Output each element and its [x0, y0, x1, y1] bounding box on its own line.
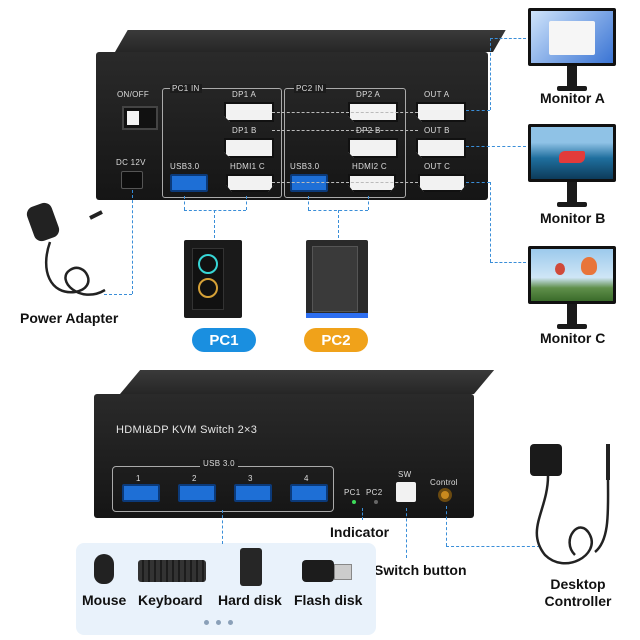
link-monitor-c-v: [490, 182, 491, 262]
outb-port[interactable]: [416, 138, 466, 158]
usb-port-2-label: 2: [192, 474, 197, 483]
indicator-line: [362, 508, 363, 520]
outa-port[interactable]: [416, 102, 466, 122]
link-monitor-c-h: [466, 182, 490, 183]
control-line-v: [446, 506, 447, 546]
hdmi1c-port[interactable]: [226, 174, 274, 192]
accessory-hard-disk-label: Hard disk: [218, 592, 282, 608]
pc2-tower: [306, 240, 368, 318]
usb-group-label: USB 3.0: [200, 459, 238, 468]
switch-button-line: [406, 508, 407, 558]
pc1-in-label: PC1 IN: [170, 84, 202, 93]
dp1b-label: DP1 B: [232, 126, 257, 135]
pc2-in-label: PC2 IN: [294, 84, 326, 93]
link-monitor-a-h2: [490, 38, 526, 39]
dp-a-line: [272, 112, 418, 113]
dot-2: [216, 620, 221, 625]
link-monitor-a-v: [490, 38, 491, 110]
desktop-controller-label-text: Desktop Controller: [544, 576, 612, 609]
control-line-h: [446, 546, 540, 547]
link-monitor-c-h2: [490, 262, 526, 263]
usb1-port[interactable]: [170, 174, 208, 192]
hdmi2c-label: HDMI2 C: [352, 162, 387, 171]
dp1a-label: DP1 A: [232, 90, 257, 99]
more-dots: [200, 618, 240, 626]
dc-label: DC 12V: [116, 158, 146, 167]
link-power-v: [132, 190, 133, 294]
outc-label: OUT C: [424, 162, 451, 171]
mouse-image: [94, 554, 114, 584]
rear-switch-top: [115, 30, 506, 52]
dc-power-port[interactable]: [121, 171, 143, 189]
front-switch-title: HDMI&DP KVM Switch 2×3: [116, 424, 258, 436]
dp1a-port[interactable]: [224, 102, 274, 122]
usb-port-1-label: 1: [136, 474, 141, 483]
pc1-led-label: PC1: [344, 488, 361, 497]
hdmi-c-line: [272, 182, 418, 183]
pc1-link-usb: [184, 196, 185, 210]
hdmi1c-label: HDMI1 C: [230, 162, 265, 171]
usb2-label: USB3.0: [290, 162, 320, 171]
usb-port-1[interactable]: [122, 484, 160, 502]
power-switch[interactable]: [122, 106, 158, 130]
pc2-badge: PC2: [304, 328, 368, 352]
control-label: Control: [430, 478, 458, 487]
hard-disk-image: [240, 548, 262, 586]
link-power: [104, 294, 132, 295]
link-monitor-b: [466, 146, 526, 147]
switch-button-label: Switch button: [374, 562, 467, 578]
usb-port-3-label: 3: [248, 474, 253, 483]
monitor-b-label: Monitor B: [540, 210, 606, 226]
power-switch-label: ON/OFF: [117, 90, 150, 99]
accessory-mouse-label: Mouse: [82, 592, 127, 608]
accessory-keyboard-label: Keyboard: [138, 592, 203, 608]
dp2a-label: DP2 A: [356, 90, 381, 99]
switch-button[interactable]: [396, 482, 416, 502]
dp2b-port[interactable]: [348, 138, 398, 158]
pc1-link-h: [184, 210, 246, 211]
outb-label: OUT B: [424, 126, 450, 135]
dot-1: [204, 620, 209, 625]
usb-to-accessories-line: [222, 510, 223, 544]
monitor-c-label: Monitor C: [540, 330, 606, 346]
hdmi2c-port[interactable]: [348, 174, 396, 192]
monitor-a-label: Monitor A: [540, 90, 605, 106]
pc2-in-box: [284, 88, 406, 198]
front-switch-top: [120, 370, 495, 394]
control-port[interactable]: [438, 488, 452, 502]
accessories-panel: [76, 543, 376, 635]
pc1-led: [352, 500, 356, 504]
pc2-link-usb: [308, 196, 309, 210]
usb1-label: USB3.0: [170, 162, 200, 171]
pc2-link-hdmi: [368, 196, 369, 210]
power-adapter-label: Power Adapter: [20, 310, 119, 326]
usb-port-4[interactable]: [290, 484, 328, 502]
pc1-tower: [184, 240, 242, 318]
pc2-led-label: PC2: [366, 488, 383, 497]
link-monitor-a-h: [466, 110, 490, 111]
pc1-link-hdmi: [246, 196, 247, 210]
pc2-led: [374, 500, 378, 504]
desktop-controller-label: Desktop Controller: [540, 576, 616, 610]
pc2-link-down: [338, 210, 339, 238]
dp1b-port[interactable]: [224, 138, 274, 158]
pc1-badge: PC1: [192, 328, 256, 352]
usb-port-2[interactable]: [178, 484, 216, 502]
sw-label: SW: [398, 470, 412, 479]
accessory-flash-disk-label: Flash disk: [294, 592, 363, 608]
pc1-in-box: [162, 88, 282, 198]
outc-port[interactable]: [418, 174, 466, 192]
indicator-label: Indicator: [330, 524, 390, 540]
usb-port-3[interactable]: [234, 484, 272, 502]
usb2-port[interactable]: [290, 174, 328, 192]
dot-3: [228, 620, 233, 625]
keyboard-image: [138, 560, 206, 582]
outa-label: OUT A: [424, 90, 450, 99]
pc1-link-down: [214, 210, 215, 238]
usb-port-4-label: 4: [304, 474, 309, 483]
dp-b-line: [272, 130, 418, 131]
